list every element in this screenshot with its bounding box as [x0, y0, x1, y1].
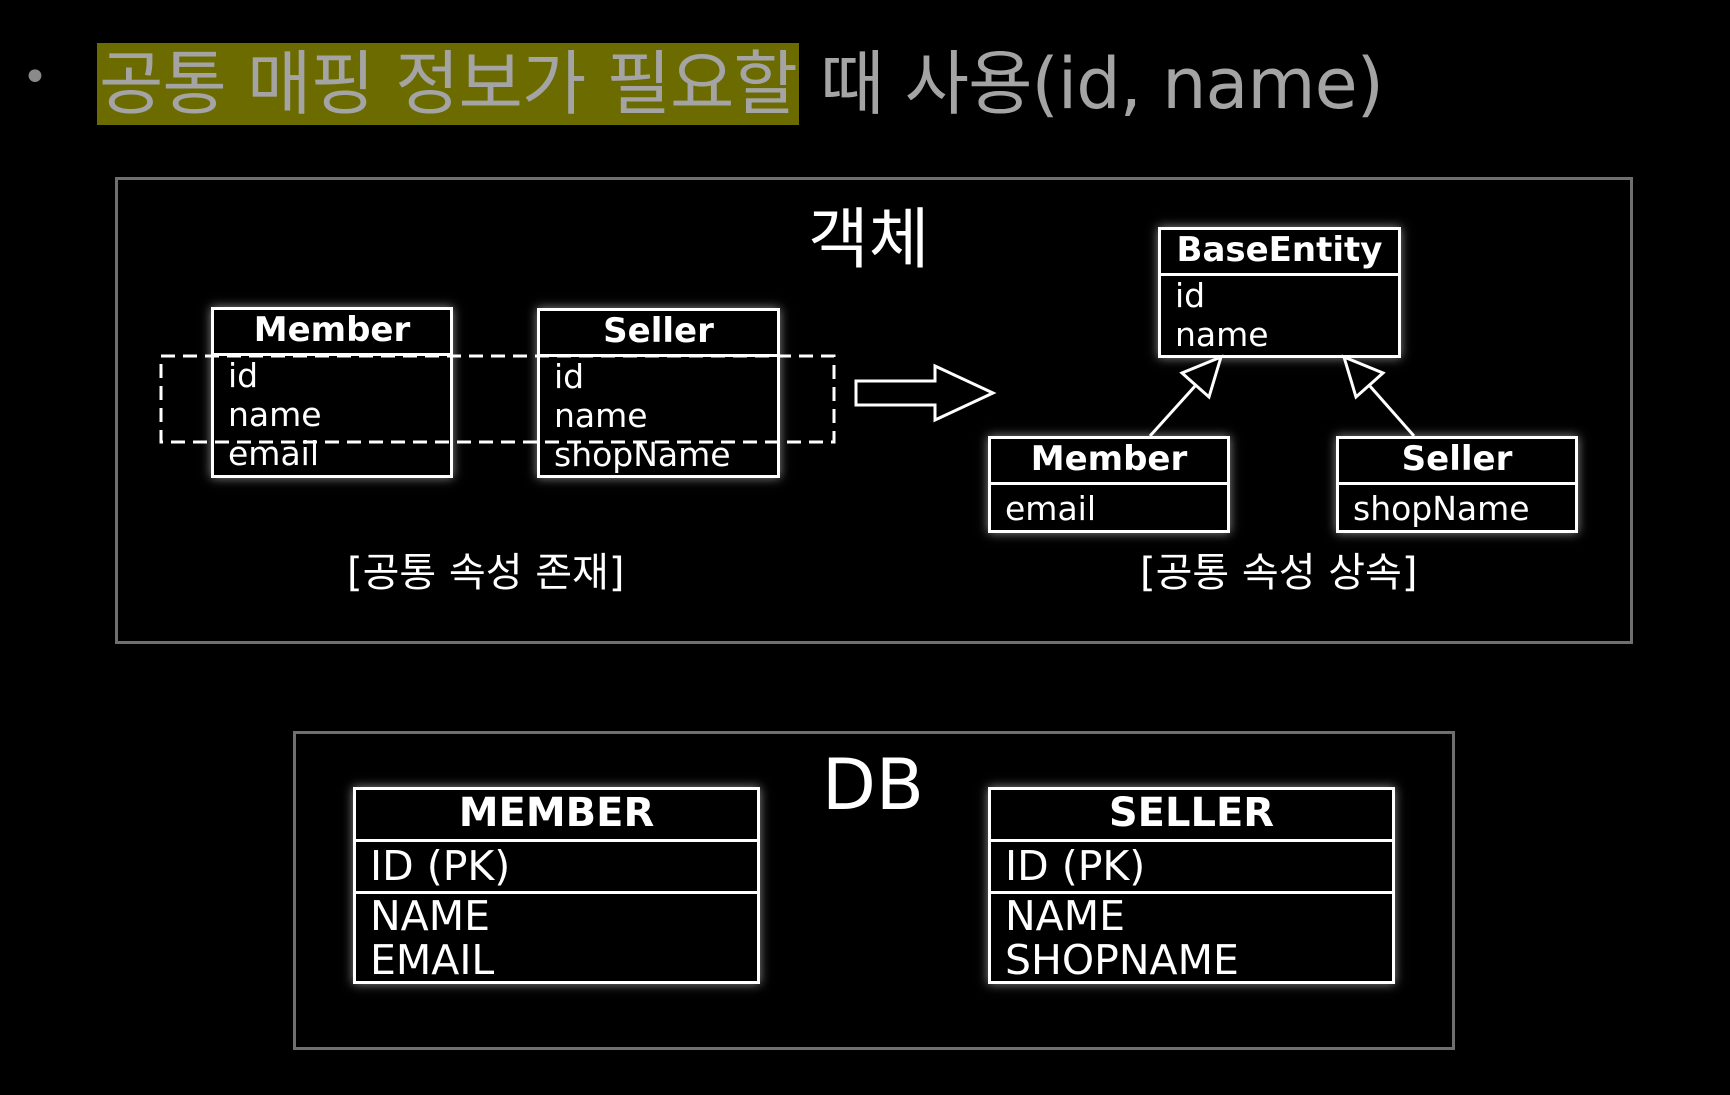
member-inherit-line: [1148, 383, 1198, 438]
bullet-point: •: [22, 52, 48, 103]
member-subclass-box: Member email: [988, 436, 1230, 533]
common-attributes-caption: [공통 속성 존재]: [347, 550, 625, 596]
member-field-name: name: [228, 395, 322, 434]
inherit-attributes-caption: [공통 속성 상속]: [1140, 550, 1418, 596]
seller-column-name: NAME: [1005, 892, 1125, 940]
member-table-pk: ID (PK): [356, 842, 757, 894]
db-panel-title: DB: [822, 744, 924, 826]
seller-inherit-line: [1367, 384, 1416, 437]
member-entity-name: Member: [214, 310, 450, 356]
member-field-id: id: [228, 356, 259, 395]
common-fields-dashed-group: [159, 354, 836, 444]
seller-table-pk: ID (PK): [991, 842, 1392, 894]
headline: 공통 매핑 정보가 필요할 때 사용(id, name): [97, 36, 1384, 132]
seller-column-shopname: SHOPNAME: [1005, 936, 1239, 984]
seller-subclass-box: Seller shopName: [1336, 436, 1578, 533]
baseentity-box: BaseEntity id name: [1158, 227, 1401, 358]
seller-table-box: SELLER ID (PK) NAME SHOPNAME: [988, 787, 1395, 984]
seller-table-name: SELLER: [991, 790, 1392, 842]
member-subclass-field-email: email: [1005, 489, 1097, 528]
baseentity-field-id: id: [1175, 276, 1206, 315]
member-table-box: MEMBER ID (PK) NAME EMAIL: [353, 787, 760, 984]
seller-field-id: id: [554, 357, 585, 396]
seller-field-name: name: [554, 396, 648, 435]
baseentity-name: BaseEntity: [1161, 230, 1398, 276]
member-table-name: MEMBER: [356, 790, 757, 842]
db-panel: [293, 731, 1455, 1050]
member-column-email: EMAIL: [370, 936, 495, 984]
headline-rest: 때 사용(id, name): [798, 43, 1384, 125]
seller-subclass-name: Seller: [1339, 439, 1575, 485]
headline-highlight: 공통 매핑 정보가 필요할: [97, 43, 799, 125]
transform-arrow: [854, 363, 997, 423]
baseentity-field-name: name: [1175, 315, 1269, 354]
seller-inherit-arrowhead: [1341, 354, 1386, 400]
seller-subclass-field-shopname: shopName: [1353, 489, 1530, 528]
member-column-name: NAME: [370, 892, 490, 940]
object-panel: [115, 177, 1633, 644]
member-subclass-name: Member: [991, 439, 1227, 485]
object-panel-title: 객체: [808, 201, 930, 278]
seller-entity-box: Seller id name shopName: [537, 308, 780, 478]
member-inherit-arrowhead: [1179, 354, 1224, 400]
